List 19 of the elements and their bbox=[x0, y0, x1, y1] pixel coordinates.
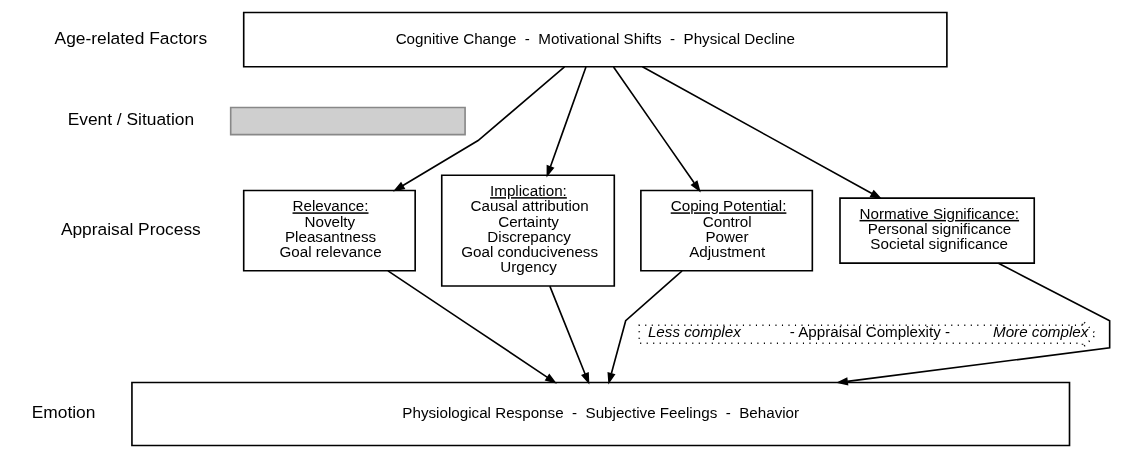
arrow bbox=[386, 270, 557, 384]
arrow bbox=[607, 270, 683, 385]
arrow bbox=[392, 66, 565, 192]
arrow bbox=[641, 65, 882, 200]
label: Event / Situation bbox=[67, 109, 194, 130]
arrow bbox=[548, 285, 589, 385]
node-box: Physiological Response - Subjective Feelings - Behavior bbox=[130, 381, 1070, 447]
arrow bbox=[612, 66, 701, 193]
node-box: Implication: Causal attribution Certainty Discrepancy Goal conduciveness Urgency bbox=[440, 174, 615, 287]
arrow bbox=[835, 262, 1110, 386]
arrow bbox=[546, 66, 587, 178]
node-box: Coping Potential: Control Power Adjustment bbox=[639, 189, 813, 272]
label: Age-related Factors bbox=[54, 27, 207, 48]
node-box: Normative Significance: Personal significance Societal significance bbox=[838, 197, 1035, 264]
label: Emotion bbox=[31, 402, 95, 423]
node-box: Relevance: Novelty Pleasantness Goal relevance bbox=[242, 189, 416, 272]
node-box: Cognitive Change - Motivational Shifts - Physical Decline bbox=[242, 11, 948, 68]
node-bar bbox=[229, 106, 466, 136]
label: Appraisal Process bbox=[60, 218, 201, 239]
